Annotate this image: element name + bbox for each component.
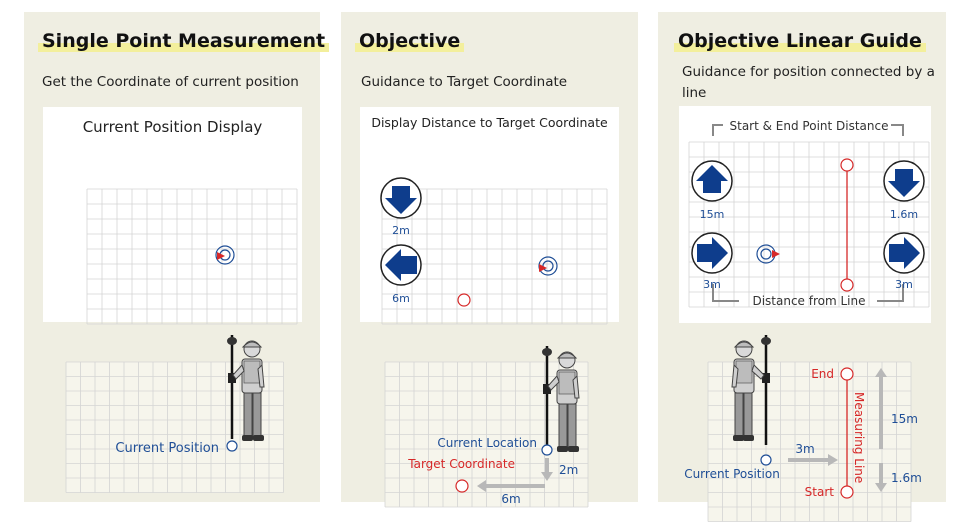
heading-triangle <box>772 250 780 258</box>
bracket-bottom-right <box>877 284 904 302</box>
ground-point <box>541 444 553 456</box>
guide-left-distance: 6m <box>501 492 520 506</box>
end-label: End <box>811 367 834 381</box>
guide-up-arrow <box>875 368 887 377</box>
display-grid: Start & End Point Distance Distance from… <box>688 119 930 308</box>
target-marker <box>457 293 471 307</box>
bracket-bottom-left <box>712 284 739 302</box>
panel-title: Objective <box>355 28 465 52</box>
arrow-down-distance: 2m <box>392 224 410 237</box>
guide-down-arrow <box>541 472 553 481</box>
display-card: Start & End Point Distance Distance from… <box>679 106 931 323</box>
guide-down-distance: 1.6m <box>891 471 922 485</box>
card-title: Current Position Display <box>82 118 263 136</box>
guide-down-arrow <box>875 483 887 492</box>
panel-single-point: Single Point Measurement Get the Coordin… <box>24 12 330 502</box>
heading-triangle <box>539 264 547 272</box>
distance-from-line-label: Distance from Line <box>752 294 865 308</box>
target-marker <box>455 479 469 493</box>
arrow-right-icon <box>697 237 728 269</box>
display-card: Display Distance to Target Coordinate 2m… <box>360 107 619 325</box>
panel-linear-guide: Objective Linear Guide Guidance for posi… <box>658 12 946 522</box>
target-coordinate-label: Target Coordinate <box>407 457 515 471</box>
current-position-label: Current Position <box>684 467 780 481</box>
surveyor-figure <box>227 335 265 441</box>
display-grid: 2m 6m <box>380 177 608 325</box>
line-start-point <box>840 485 854 499</box>
line-end-point <box>840 367 854 381</box>
field-scene: Current Position <box>65 335 284 493</box>
field-scene: Current Location 2m 6m Target Coordinate <box>384 346 589 508</box>
field-scene: Current Position 3m End Start Measuring … <box>684 335 922 522</box>
arrow-right-distance: 3m <box>895 278 913 291</box>
current-position-marker-inner <box>542 260 554 272</box>
current-position-label: Current Position <box>115 441 219 456</box>
ground-point <box>760 454 772 466</box>
panel-title: Objective Linear Guide <box>674 28 926 52</box>
guide-up-distance: 15m <box>891 412 918 426</box>
surveyor-figure <box>542 346 580 452</box>
display-card: Current Position Display <box>43 107 302 325</box>
current-position-marker <box>215 245 235 265</box>
panel-objective: Objective Guidance to Target Coordinate … <box>341 12 638 508</box>
arrow-right-distance: 3m <box>703 278 721 291</box>
guide-right-distance: 3m <box>795 442 814 456</box>
panel-subtitle: Guidance to Target Coordinate <box>361 74 568 90</box>
arrow-down-distance: 1.6m <box>890 208 918 221</box>
start-end-distance-label: Start & End Point Distance <box>730 119 889 133</box>
surveyor-figure <box>731 335 771 445</box>
arrow-up-distance: 15m <box>700 208 725 221</box>
current-position-marker-inner <box>760 248 772 260</box>
start-label: Start <box>805 485 835 499</box>
panel-title: Single Point Measurement <box>38 28 330 52</box>
measuring-line-label: Measuring Line <box>852 392 866 483</box>
heading-triangle <box>217 252 225 260</box>
line-start-point <box>840 278 854 292</box>
arrow-right-icon <box>889 237 920 269</box>
ground-point <box>226 440 238 452</box>
arrow-left-distance: 6m <box>392 292 410 305</box>
guide-down-distance: 2m <box>559 463 578 477</box>
bracket-top-left <box>712 124 723 136</box>
arrow-up-icon <box>696 165 728 193</box>
card-title: Display Distance to Target Coordinate <box>371 115 608 130</box>
display-grid <box>86 188 298 325</box>
guide-right-arrow <box>828 454 838 466</box>
guide-left-arrow <box>477 480 486 492</box>
panel-subtitle: Get the Coordinate of current position <box>42 74 299 90</box>
arrow-left-icon <box>385 249 417 281</box>
line-end-point <box>840 158 854 172</box>
arrow-down-icon <box>385 186 417 214</box>
bracket-top-right <box>891 124 904 136</box>
arrow-down-icon <box>888 169 920 197</box>
panel-subtitle: Guidance for position connected by a lin… <box>682 64 935 101</box>
current-location-label: Current Location <box>437 436 537 450</box>
